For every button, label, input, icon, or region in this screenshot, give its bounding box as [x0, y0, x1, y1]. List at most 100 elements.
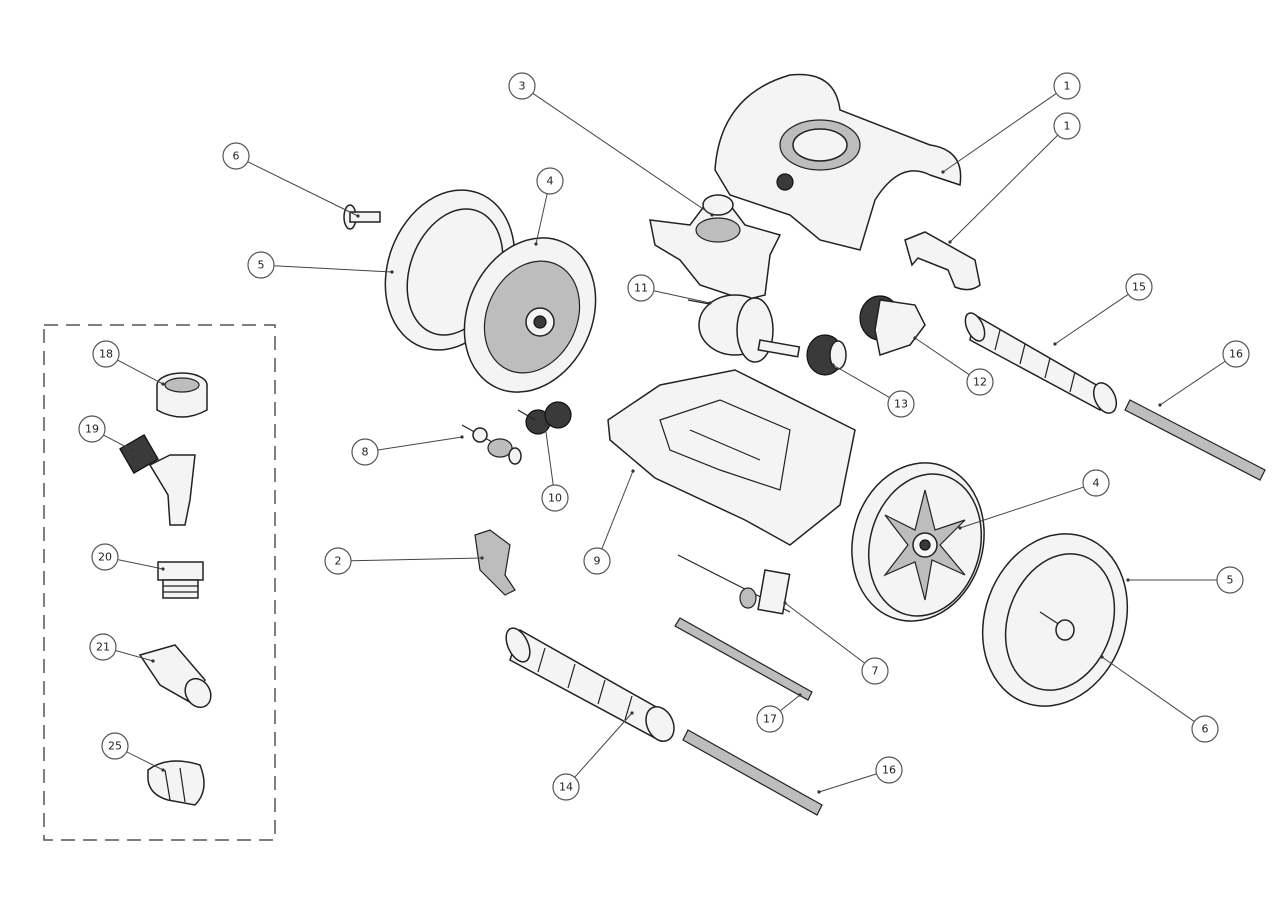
leader-dot-c16b	[817, 790, 821, 794]
leader-line-c20	[117, 559, 164, 570]
callout-c6b: 6	[1191, 715, 1219, 743]
callout-c16a: 16	[1222, 340, 1250, 368]
callout-c15: 15	[1125, 273, 1153, 301]
part-roller-right	[964, 312, 1118, 414]
callout-circle	[1053, 112, 1081, 140]
leader-dot-c11	[708, 301, 712, 305]
leader-dot-c2	[480, 556, 484, 560]
leader-line-c19	[103, 434, 133, 451]
part-chassis	[607, 369, 856, 546]
callout-number: 1	[1064, 80, 1071, 93]
callout-circle	[887, 390, 915, 418]
leader-dot-c1b	[948, 240, 952, 244]
callout-number: 21	[96, 641, 110, 654]
callout-number: 2	[335, 555, 342, 568]
leader-line-c1a	[942, 92, 1057, 173]
callout-number: 6	[1202, 723, 1209, 736]
callout-c16b: 16	[875, 756, 903, 784]
callout-circle	[541, 484, 569, 512]
leader-line-c15	[1054, 293, 1129, 345]
callout-c9: 9	[583, 547, 611, 575]
callout-c10: 10	[541, 484, 569, 512]
leader-line-c8	[377, 436, 463, 451]
callout-circle	[627, 274, 655, 302]
leader-dot-c20	[161, 567, 165, 571]
leader-dot-c21	[151, 659, 155, 663]
part-gear-pair	[517, 401, 572, 435]
part-impeller	[687, 294, 801, 363]
callout-circle	[92, 340, 120, 368]
callout-number: 5	[1227, 574, 1234, 587]
callout-c5a: 5	[247, 251, 275, 279]
callout-circle	[101, 732, 129, 760]
callout-circle	[324, 547, 352, 575]
leader-line-c12	[914, 337, 970, 376]
leader-dot-c18	[161, 382, 165, 386]
callout-number: 1	[1064, 120, 1071, 133]
leader-lines	[103, 92, 1226, 794]
callout-circle	[756, 705, 784, 733]
part-tension-bar	[674, 617, 813, 701]
leader-line-c13	[832, 364, 890, 398]
part-axle-pin-right	[1039, 611, 1075, 641]
callout-number: 16	[1229, 348, 1243, 361]
callout-number: 4	[1093, 477, 1100, 490]
callout-circle	[583, 547, 611, 575]
leader-line-c16a	[1159, 360, 1226, 406]
part-shaft	[461, 424, 522, 465]
part-top-cover	[714, 73, 962, 251]
callout-circle	[222, 142, 250, 170]
part-hose-nut	[156, 372, 208, 418]
leader-line-c25	[126, 751, 164, 771]
callout-number: 9	[594, 555, 601, 568]
callout-c20: 20	[91, 543, 119, 571]
part-drive-shaft	[677, 554, 791, 615]
part-turbine-housing	[649, 194, 782, 301]
callout-c2: 2	[324, 547, 352, 575]
callout-circle	[78, 415, 106, 443]
leader-dot-c8	[460, 435, 464, 439]
callout-c1a: 1	[1053, 72, 1081, 100]
part-flanged-gear	[859, 295, 926, 356]
callout-c13: 13	[887, 390, 915, 418]
callout-c18: 18	[92, 340, 120, 368]
leader-line-c11	[653, 290, 711, 304]
callout-circle	[536, 167, 564, 195]
callout-circle	[1191, 715, 1219, 743]
part-hose-connector	[138, 644, 212, 709]
callout-number: 16	[882, 764, 896, 777]
callout-circle	[351, 438, 379, 466]
callout-number: 19	[85, 423, 99, 436]
callout-number: 14	[559, 781, 573, 794]
callout-number: 15	[1132, 281, 1146, 294]
callout-number: 11	[634, 282, 648, 295]
callout-circle	[89, 633, 117, 661]
part-wheel-right	[851, 462, 985, 622]
leader-line-c9	[601, 470, 634, 550]
leader-dot-c5b	[1126, 578, 1130, 582]
callout-circle	[247, 251, 275, 279]
leader-dot-c12	[913, 336, 917, 340]
callout-c6a: 6	[222, 142, 250, 170]
leader-line-c3	[532, 92, 713, 216]
leader-line-c18	[117, 359, 164, 385]
leader-dot-c3	[710, 213, 714, 217]
callout-number: 4	[547, 175, 554, 188]
callout-c11: 11	[627, 274, 655, 302]
callout-c8: 8	[351, 438, 379, 466]
part-wheel-left	[463, 237, 597, 393]
leader-line-c1b	[949, 134, 1059, 243]
leader-line-c7	[784, 602, 865, 664]
callout-circle	[1222, 340, 1250, 368]
callout-c17: 17	[756, 705, 784, 733]
callout-circle	[1125, 273, 1153, 301]
leader-dot-c6b	[1100, 655, 1104, 659]
callout-c14: 14	[552, 773, 580, 801]
callout-c21: 21	[89, 633, 117, 661]
leader-line-c21	[115, 650, 154, 662]
leader-dot-c10	[543, 423, 547, 427]
callout-number: 13	[894, 398, 908, 411]
callout-circle	[861, 657, 889, 685]
